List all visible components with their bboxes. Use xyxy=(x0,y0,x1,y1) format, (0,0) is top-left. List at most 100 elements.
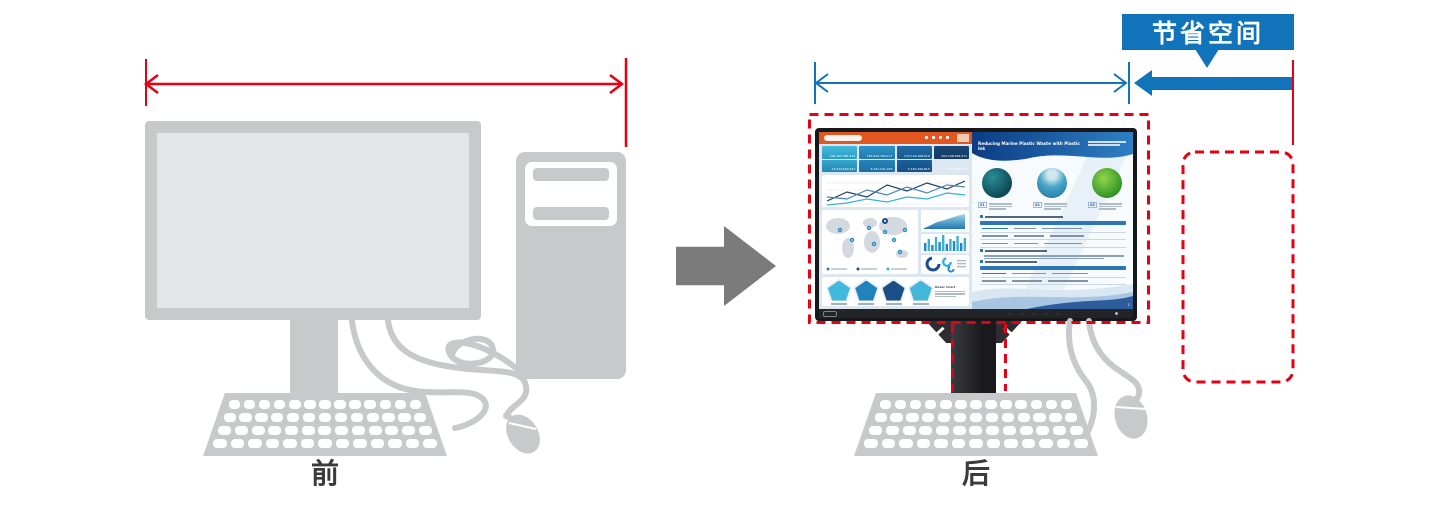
keyboard-key xyxy=(1015,400,1027,409)
keyboard-key xyxy=(890,413,903,422)
keyboard-key xyxy=(285,426,299,435)
step-number: 02 xyxy=(1033,202,1042,208)
monitor-control-button xyxy=(1033,313,1035,315)
keyboard-key xyxy=(303,413,316,422)
section-heading xyxy=(980,215,1063,218)
pc-tower-drive-bay xyxy=(533,168,609,181)
keyboard-key xyxy=(910,400,922,409)
keyboard-key xyxy=(1060,400,1072,409)
keyboard-key xyxy=(986,426,1000,435)
keyboard-key xyxy=(287,413,300,422)
keyboard-key xyxy=(223,413,236,422)
keyboard-key xyxy=(1065,413,1078,422)
photo-island-beach xyxy=(1037,168,1067,198)
keyboard-key xyxy=(864,439,878,448)
keyboard-key xyxy=(414,413,427,422)
keyboard-key xyxy=(274,400,286,409)
keyboard-key xyxy=(230,439,245,448)
line-chart xyxy=(826,180,966,206)
keyboard-key xyxy=(334,413,347,422)
keyboard-key xyxy=(259,400,271,409)
keyboard-key xyxy=(271,413,284,422)
toolbar-icon xyxy=(939,136,942,139)
world-map-panel xyxy=(822,210,918,274)
keyboard-key xyxy=(368,426,382,435)
keyboard-key xyxy=(382,413,395,422)
document-page: Reducing Marine Plastic Waste with Plast… xyxy=(972,132,1133,309)
radar-chart-panel: Radar Chart xyxy=(822,277,969,306)
keyboard-key xyxy=(289,400,301,409)
keyboard-key xyxy=(1033,413,1046,422)
keyboard-key xyxy=(318,413,332,422)
keyboard-key xyxy=(1045,400,1057,409)
after-monitor-stand-column xyxy=(951,321,996,397)
keyboard-key xyxy=(936,426,950,435)
keyboard-key xyxy=(255,413,268,422)
keyboard-key xyxy=(213,439,227,448)
keyboard-key xyxy=(1030,400,1042,409)
keyboard-key xyxy=(234,426,248,435)
after-width-dimension-arrow xyxy=(814,62,1130,104)
keyboard-key xyxy=(218,426,232,435)
keyboard-key xyxy=(350,413,363,422)
dashboard-header-bar xyxy=(819,132,972,144)
keyboard-key xyxy=(364,400,376,409)
section-heading xyxy=(980,260,1037,263)
keyboard-key xyxy=(405,439,420,448)
document-title: Reducing Marine Plastic Waste with Plast… xyxy=(978,141,1080,151)
radar-pentagon xyxy=(907,278,934,305)
keyboard-key xyxy=(1036,426,1050,435)
map-legend xyxy=(826,267,907,271)
keyboard-key xyxy=(881,439,896,448)
keyboard-key xyxy=(385,426,399,435)
step-item: 03 xyxy=(1088,202,1122,210)
transition-arrow-icon xyxy=(676,226,776,306)
mouse xyxy=(506,414,540,454)
keyboard-key xyxy=(248,439,262,448)
toolbar-icon xyxy=(946,136,949,139)
keyboard-key xyxy=(394,400,406,409)
paragraph-lines xyxy=(984,254,1124,259)
photo-sea-turtle xyxy=(982,168,1012,198)
keyboard-key xyxy=(402,426,416,435)
keyboard-key xyxy=(318,439,332,448)
keyboard-key xyxy=(409,400,421,409)
keyboard-key xyxy=(351,426,365,435)
keyboard-key xyxy=(1002,426,1016,435)
keyboard-key xyxy=(301,426,315,435)
keyboard-key xyxy=(1004,439,1018,448)
kpi-tile: 203,298,628,971 6,181,952,438 xyxy=(933,146,969,172)
keyboard-key xyxy=(925,400,937,409)
keyboard-key xyxy=(1069,426,1083,435)
keyboard-key xyxy=(1039,439,1053,448)
before-monitor-screen xyxy=(157,133,469,308)
monitor-power-led xyxy=(1115,312,1118,315)
keyboard-key xyxy=(1056,439,1071,448)
step-item: 02 xyxy=(1033,202,1067,210)
world-map xyxy=(826,217,908,271)
after-monitor: 318,163,481,372 13,044,690,447 163,026,7… xyxy=(815,128,1137,321)
keyboard-key xyxy=(902,426,916,435)
keyboard-key xyxy=(244,400,256,409)
kpi-tile-row: 318,163,481,372 13,044,690,447 163,026,7… xyxy=(822,146,969,172)
pc-tower-drive-bay xyxy=(533,207,609,220)
radar-pentagon xyxy=(880,278,907,305)
keyboard-key xyxy=(985,400,997,409)
keyboard-key xyxy=(1049,413,1062,422)
keyboard-key xyxy=(951,439,966,448)
keyboard-key xyxy=(952,426,966,435)
before-label: 前 xyxy=(310,457,339,490)
user-badge-icon xyxy=(957,134,969,142)
keyboard-key xyxy=(423,439,437,448)
keyboard-key xyxy=(954,413,967,422)
keyboard-key xyxy=(388,439,402,448)
kpi-value: 203,298,628,971 xyxy=(933,146,969,159)
search-pill-icon xyxy=(824,135,862,141)
keyboard-key xyxy=(335,426,349,435)
line-chart-panel xyxy=(822,175,969,207)
keyboard-key xyxy=(906,413,919,422)
space-saved-callout: 节省空间 xyxy=(1122,14,1294,50)
keyboard-key xyxy=(251,426,265,435)
keyboard-key xyxy=(229,400,241,409)
keyboard-key xyxy=(985,413,998,422)
